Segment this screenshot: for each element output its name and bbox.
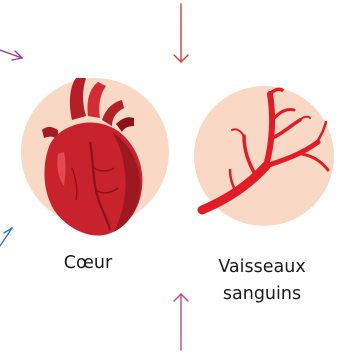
vessels-label-line-2: sanguins [194,281,330,308]
vessels-label: Vaisseaux sanguins [194,254,330,308]
arrow-bottom-center-shape [174,294,188,350]
arrow-top-center-shape [174,4,188,62]
blood-vessels-icon [196,80,336,230]
arrow-top-left-shape [0,50,22,60]
vessels-label-line-1: Vaisseaux [194,254,330,281]
heart-label: Cœur [40,250,136,277]
arrow-bottom-left-shape [0,228,12,246]
heart-icon [28,72,178,242]
